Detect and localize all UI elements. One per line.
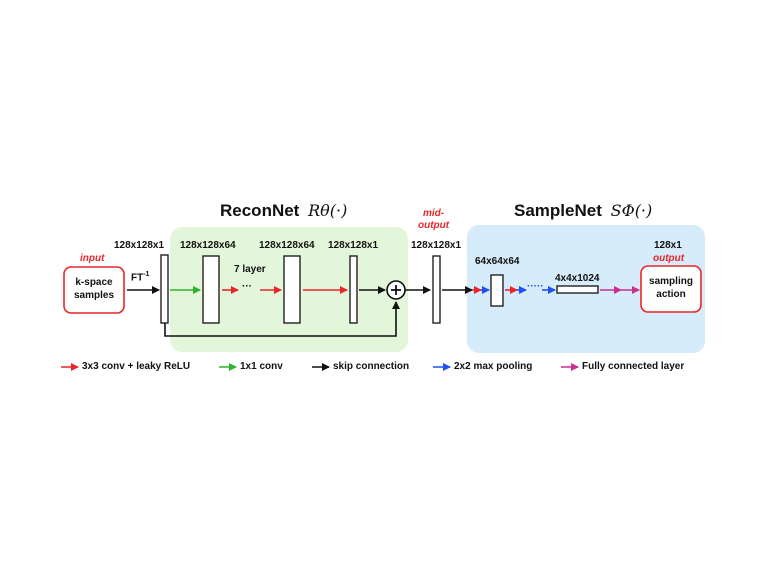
mid-tag-line1: mid-	[423, 208, 445, 219]
recon-dim-2: 128x128x64	[259, 240, 315, 251]
mid-tag-line2: output	[418, 220, 450, 231]
mid-dim-label: 128x128x1	[411, 240, 462, 251]
legend-conv3: 3x3 conv + leaky ReLU	[82, 361, 191, 372]
recon-dots: ···	[242, 281, 252, 292]
recon-layers-label: 7 layer	[234, 264, 266, 275]
layer-sample-1	[490, 274, 504, 307]
samplenet-title-text: SampleNet	[514, 201, 602, 220]
reconnet-title-text: ReconNet	[220, 201, 300, 220]
layer-sample-fc	[556, 285, 599, 294]
legend-fc: Fully connected layer	[582, 361, 685, 372]
input-box	[63, 266, 125, 314]
input-box-label: k-space samples	[64, 276, 124, 302]
input-tag: input	[80, 253, 105, 264]
output-label-line2: action	[656, 289, 686, 300]
ft-inverse-label: FT-1	[131, 271, 149, 283]
output-box-label: sampling action	[641, 275, 701, 301]
output-box	[640, 265, 702, 313]
layer-input-image	[160, 254, 169, 324]
reconnet-title: ReconNet Rθ(·)	[220, 201, 347, 221]
layer-recon-1	[202, 255, 220, 324]
ft-label: FT	[131, 272, 144, 284]
output-dim-label: 128x1	[654, 240, 682, 251]
samplenet-title: SampleNet SΦ(·)	[514, 201, 652, 221]
samplenet-math: SΦ(·)	[610, 201, 653, 220]
reconnet-math: Rθ(·)	[308, 201, 348, 220]
output-tag: output	[653, 253, 685, 264]
output-label-line1: sampling	[649, 276, 693, 287]
layer-recon-3	[349, 255, 358, 324]
ft-sup: -1	[143, 271, 150, 278]
legend-skip: skip connection	[333, 361, 410, 372]
sample-dots: ·····	[527, 281, 544, 292]
legend-pool: 2x2 max pooling	[454, 361, 533, 372]
layer-mid-output	[432, 255, 441, 324]
sample-dim-2: 4x4x1024	[555, 273, 600, 284]
recon-dim-1: 128x128x64	[180, 240, 236, 251]
legend-conv1: 1x1 conv	[240, 361, 283, 372]
recon-dim-3: 128x128x1	[328, 240, 379, 251]
layer-recon-2	[283, 255, 301, 324]
input-label-line1: k-space	[75, 277, 113, 288]
sample-dim-1: 64x64x64	[475, 256, 520, 267]
input-dim-label: 128x128x1	[114, 240, 165, 251]
input-label-line2: samples	[73, 290, 115, 301]
skip-connection	[164, 301, 400, 337]
